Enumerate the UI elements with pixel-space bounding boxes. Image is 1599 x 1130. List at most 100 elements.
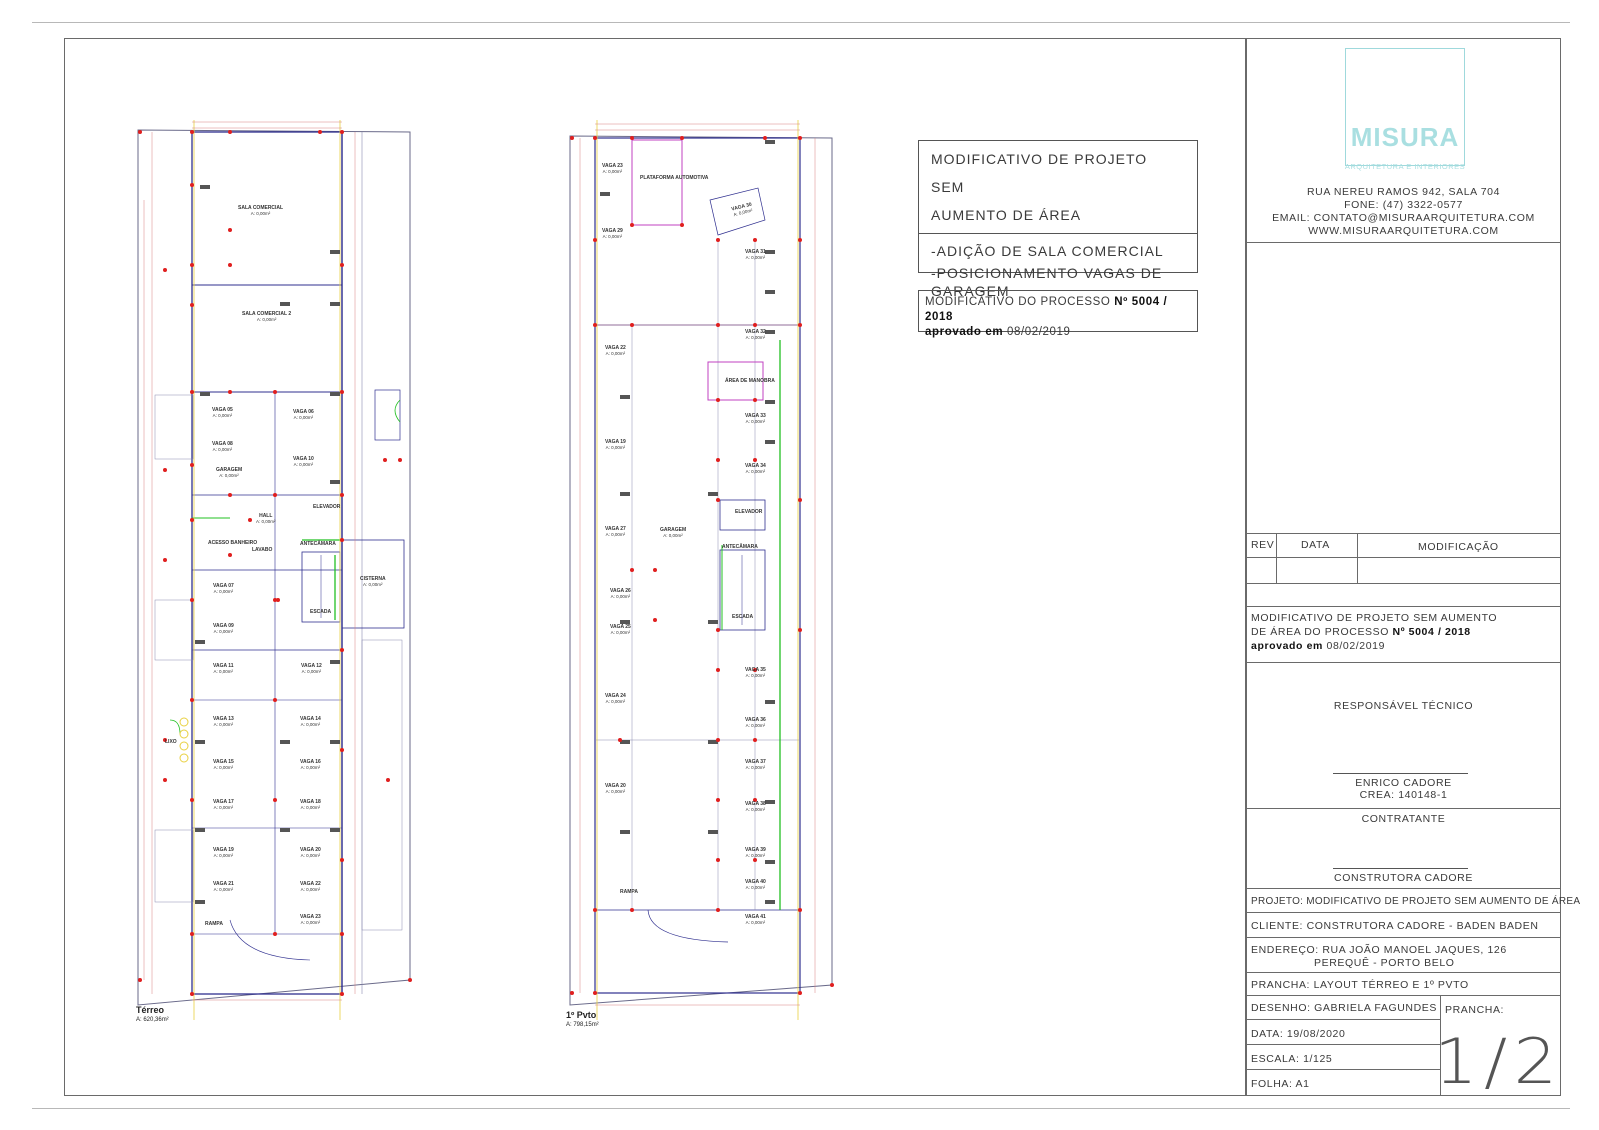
tb-note-number: Nº 5004 / 2018 — [1392, 626, 1471, 638]
modification-notice: MODIFICATIVO DE PROJETO SEM AUMENTO DE Á… — [918, 140, 1198, 298]
rev-col-mod: MODIFICAÇÃO — [1418, 541, 1499, 553]
office-email[interactable]: EMAIL: CONTATO@MISURAARQUITETURA.COM — [1272, 212, 1535, 224]
office-phone: FONE: (47) 3322-0577 — [1344, 199, 1463, 211]
tb-line-rev-bottom — [1246, 583, 1561, 584]
field-prancha: PRANCHA: LAYOUT TÉRREO E 1º PVTO — [1251, 979, 1469, 991]
office-website[interactable]: WWW.MISURAARQUITETURA.COM — [1308, 225, 1499, 237]
first-floor-area: A: 798,15m² — [566, 1022, 599, 1028]
field-projeto: PROJETO: MODIFICATIVO DE PROJETO SEM AUM… — [1251, 896, 1581, 907]
room-antecamara-upper: ANTECÂMARA — [722, 544, 758, 550]
tb-note-line2: DE ÁREA DO PROCESSO Nº 5004 / 2018 — [1251, 626, 1471, 638]
room-lavabo: LAVABO — [252, 547, 273, 553]
room-antecamara: ANTECÂMARA — [300, 541, 336, 547]
room-escada-upper: ESCADA — [732, 614, 754, 620]
rev-col-rev: REV — [1251, 539, 1275, 551]
notice-item-2-line1: -POSICIONAMENTO VAGAS DE — [931, 265, 1163, 281]
process-note: MODIFICATIVO DO PROCESSO Nº 5004 / 2018 … — [918, 290, 1198, 338]
responsible-crea: CREA: 140148-1 — [1359, 789, 1448, 801]
tb-line-projeto-top — [1246, 888, 1561, 889]
tb-line-responsible-top — [1246, 662, 1561, 663]
prancha-cell-label: PRANCHA: — [1445, 1004, 1505, 1016]
room-rampa-upper: RAMPA — [620, 889, 638, 895]
misura-logo: MISURA — [1350, 122, 1460, 152]
notice-title: MODIFICATIVO DE PROJETO SEM AUMENTO DE Á… — [919, 141, 1197, 234]
notice-items: -ADIÇÃO DE SALA COMERCIAL -POSICIONAMENT… — [919, 234, 1197, 304]
process-note-number: Nº 5004 / 2018 — [925, 296, 1168, 323]
notice-item-1: -ADIÇÃO DE SALA COMERCIAL — [931, 243, 1164, 259]
process-note-approved-date: 08/02/2019 — [1006, 326, 1071, 338]
tb-line-prancha-top — [1246, 972, 1561, 973]
contractor-signature-line — [1333, 868, 1468, 869]
tb-line-contractor-top — [1246, 808, 1561, 809]
ground-floor-area: A: 620,36m² — [136, 1017, 169, 1023]
first-floor-label: 1º Pvto — [566, 1010, 597, 1020]
notice-title-line2: AUMENTO DE ÁREA — [931, 207, 1082, 223]
process-note-approved-label: aprovado em — [925, 326, 1004, 338]
tb-note-line1: MODIFICATIVO DE PROJETO SEM AUMENTO — [1251, 612, 1498, 624]
field-endereco-line2: PEREQUÊ - PORTO BELO — [1314, 957, 1455, 969]
drawing-sheet-border — [64, 38, 1561, 1096]
responsible-label: RESPONSÁVEL TÉCNICO — [1333, 700, 1474, 712]
tb-line-folha-top — [1246, 1069, 1440, 1071]
room-area-de-manobra: ÁREA DE MANOBRA — [725, 378, 775, 384]
tb-line-office — [1246, 242, 1561, 243]
tb-line-escala-top — [1246, 1044, 1440, 1046]
field-endereco-line1: ENDEREÇO: RUA JOÃO MANOEL JAQUES, 126 — [1251, 944, 1507, 956]
tb-note-line2-prefix: DE ÁREA DO PROCESSO — [1251, 626, 1390, 638]
rev-col-divider-2 — [1357, 533, 1358, 583]
room-elevador: ELEVADOR — [313, 504, 341, 510]
prancha-number: 1/2 — [1434, 1025, 1564, 1098]
ground-floor-drawing — [137, 120, 412, 1020]
tb-note-line3: aprovado em 08/02/2019 — [1251, 640, 1385, 652]
titleblock-divider — [1245, 38, 1247, 1096]
tb-line-cliente-top — [1246, 912, 1561, 913]
tb-line-rev-top — [1246, 533, 1561, 534]
rev-col-divider-1 — [1276, 533, 1277, 583]
room-acesso-banheiro: ACESSO BANHEIRO — [208, 540, 258, 546]
notice-item-2-line2: GARAGEM — [931, 283, 1010, 299]
prancha-cell-divider — [1440, 995, 1442, 1096]
tb-line-endereco-top — [1246, 937, 1561, 938]
room-escada: ESCADA — [310, 609, 332, 615]
process-note-line1: MODIFICATIVO DO PROCESSO Nº 5004 / 2018 — [925, 295, 1191, 325]
field-cliente: CLIENTE: CONSTRUTORA CADORE - BADEN BADE… — [1251, 920, 1539, 932]
contractor-name: CONSTRUTORA CADORE — [1334, 872, 1473, 884]
misura-tagline: ARQUITETURA E INTERIORES — [1344, 162, 1466, 171]
first-floor-drawing — [569, 120, 834, 1020]
contractor-label: CONTRATANTE — [1361, 813, 1446, 825]
